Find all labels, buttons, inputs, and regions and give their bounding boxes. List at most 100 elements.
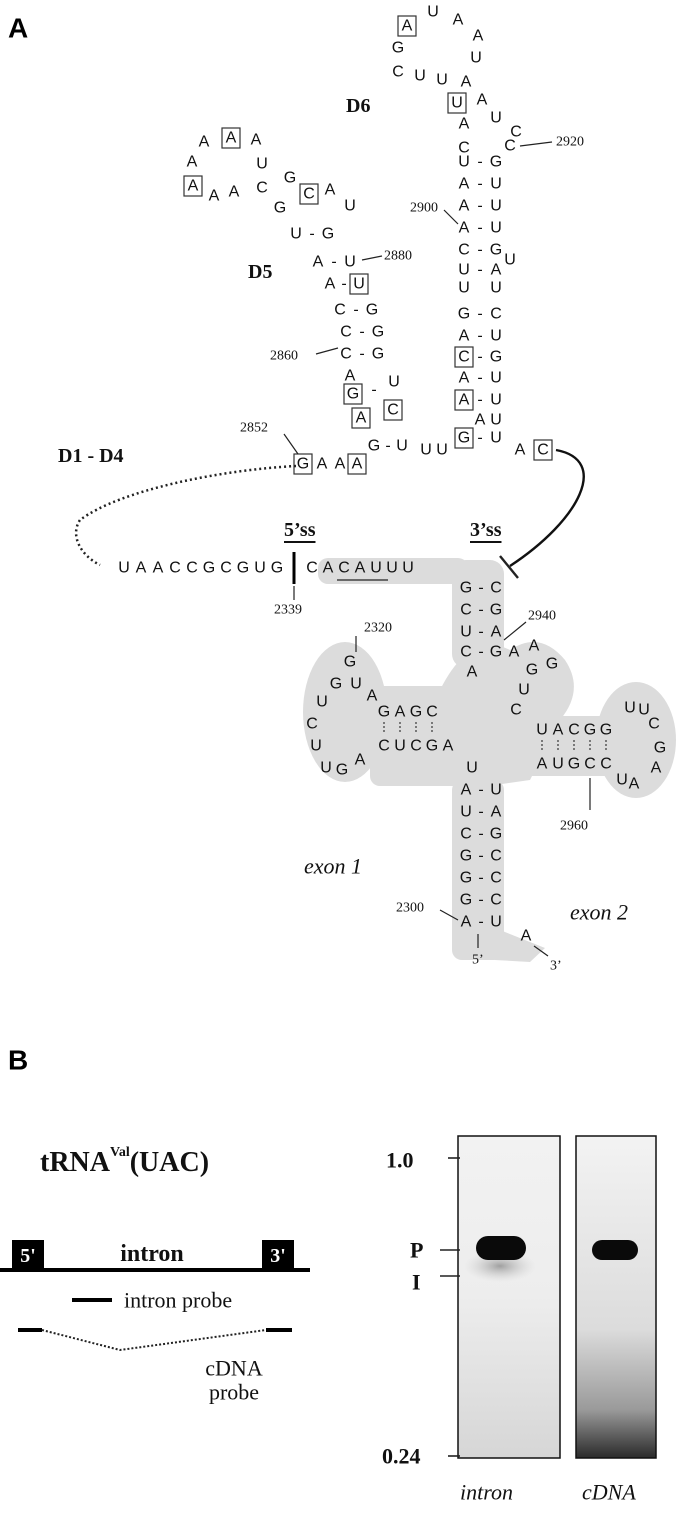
position-2920: 2920 — [556, 135, 584, 150]
svg-text:U: U — [451, 95, 463, 112]
svg-text:G: G — [336, 762, 348, 779]
cdna-probe-label-line2: probe — [209, 1380, 259, 1405]
svg-text:A: A — [443, 738, 454, 755]
svg-text:-: - — [477, 370, 482, 387]
trna-bottom-stem: U A-U U-A C-G G-C G-C G-C A-U A — [460, 760, 532, 945]
svg-text:A: A — [459, 176, 470, 193]
svg-text:-: - — [477, 262, 482, 279]
svg-text:A: A — [325, 182, 336, 199]
svg-text:A: A — [509, 644, 520, 661]
svg-text:A: A — [317, 456, 328, 473]
svg-text:U: U — [320, 760, 332, 777]
svg-text:A: A — [345, 368, 356, 385]
svg-text:G: G — [297, 456, 309, 473]
svg-text:G: G — [366, 302, 378, 319]
svg-text:U: U — [490, 914, 502, 931]
gel-tick-1-0: 1.0 — [386, 1148, 414, 1173]
svg-text:-: - — [478, 624, 483, 641]
svg-text:G: G — [372, 346, 384, 363]
svg-text:G: G — [490, 602, 502, 619]
svg-text:A: A — [355, 752, 366, 769]
svg-text:C: C — [648, 716, 660, 733]
svg-text:C: C — [490, 580, 502, 597]
svg-text:A: A — [629, 776, 640, 793]
d6-to-3ss-connector — [509, 448, 585, 568]
svg-text:A: A — [209, 188, 220, 205]
svg-text:U: U — [490, 328, 502, 345]
svg-text:U: U — [344, 254, 356, 271]
svg-text:-: - — [477, 349, 482, 366]
svg-text:A: A — [356, 410, 367, 427]
exon-2-label: exon 2 — [570, 900, 628, 925]
position-2320: 2320 — [364, 621, 392, 636]
exon-sequence-top: C A C A U U U — [306, 560, 414, 577]
svg-text:U: U — [616, 772, 628, 789]
svg-text:A: A — [453, 12, 464, 29]
svg-text:C: C — [306, 560, 318, 577]
svg-text:U: U — [310, 738, 322, 755]
svg-text:U: U — [536, 722, 548, 739]
exon-1-label: exon 1 — [304, 854, 362, 879]
svg-text:A: A — [529, 638, 540, 655]
svg-text:G: G — [203, 560, 215, 577]
svg-text:G: G — [368, 438, 380, 455]
svg-text:U: U — [436, 72, 448, 89]
svg-text:A: A — [475, 412, 486, 429]
svg-text:U: U — [490, 412, 502, 429]
svg-text:U: U — [518, 682, 530, 699]
position-2860: 2860 — [270, 349, 298, 364]
svg-text:G: G — [392, 40, 404, 57]
svg-text:C: C — [490, 892, 502, 909]
svg-text:G: G — [284, 170, 296, 187]
svg-text:U: U — [427, 4, 439, 21]
svg-text:C: C — [458, 349, 470, 366]
svg-text:G: G — [654, 740, 666, 757]
svg-text:A: A — [651, 760, 662, 777]
svg-text:C: C — [306, 716, 318, 733]
svg-text:C: C — [510, 124, 522, 141]
position-2940: 2940 — [528, 609, 556, 624]
svg-text:C: C — [340, 346, 352, 363]
svg-text:C: C — [340, 324, 352, 341]
gel-lane-label-intron: intron — [460, 1480, 513, 1505]
svg-text:U: U — [386, 560, 398, 577]
svg-text:C: C — [460, 644, 472, 661]
svg-text:A: A — [187, 154, 198, 171]
svg-text:C: C — [504, 138, 516, 155]
svg-text:A: A — [251, 132, 262, 149]
svg-text:G: G — [490, 826, 502, 843]
svg-text:A: A — [521, 928, 532, 945]
svg-text:-: - — [478, 644, 483, 661]
svg-text:A: A — [459, 328, 470, 345]
svg-text:U: U — [552, 756, 564, 773]
svg-text:G: G — [546, 656, 558, 673]
panel-b-label: B — [8, 1045, 28, 1076]
position-2852: 2852 — [240, 421, 268, 436]
svg-text:U: U — [490, 370, 502, 387]
svg-text:G: G — [584, 722, 596, 739]
svg-text:A: A — [515, 442, 526, 459]
svg-text:U: U — [394, 738, 406, 755]
position-2880: 2880 — [384, 249, 412, 264]
svg-text:C: C — [490, 306, 502, 323]
svg-text:A: A — [335, 456, 346, 473]
svg-text:U: U — [350, 676, 362, 693]
svg-text:A: A — [367, 688, 378, 705]
svg-text:A: A — [477, 92, 488, 109]
svg-text:C: C — [169, 560, 181, 577]
svg-text:A: A — [461, 782, 472, 799]
svg-text:U: U — [460, 624, 472, 641]
svg-text:U: U — [490, 220, 502, 237]
svg-text:U: U — [490, 782, 502, 799]
svg-text:A: A — [136, 560, 147, 577]
svg-text:A: A — [229, 184, 240, 201]
svg-text:-: - — [477, 430, 482, 447]
svg-text:C: C — [568, 722, 580, 739]
svg-text:A: A — [323, 560, 334, 577]
gel-tick-p: P — [410, 1238, 423, 1263]
exon-3-box — [262, 1240, 294, 1272]
svg-text:C: C — [458, 140, 470, 157]
